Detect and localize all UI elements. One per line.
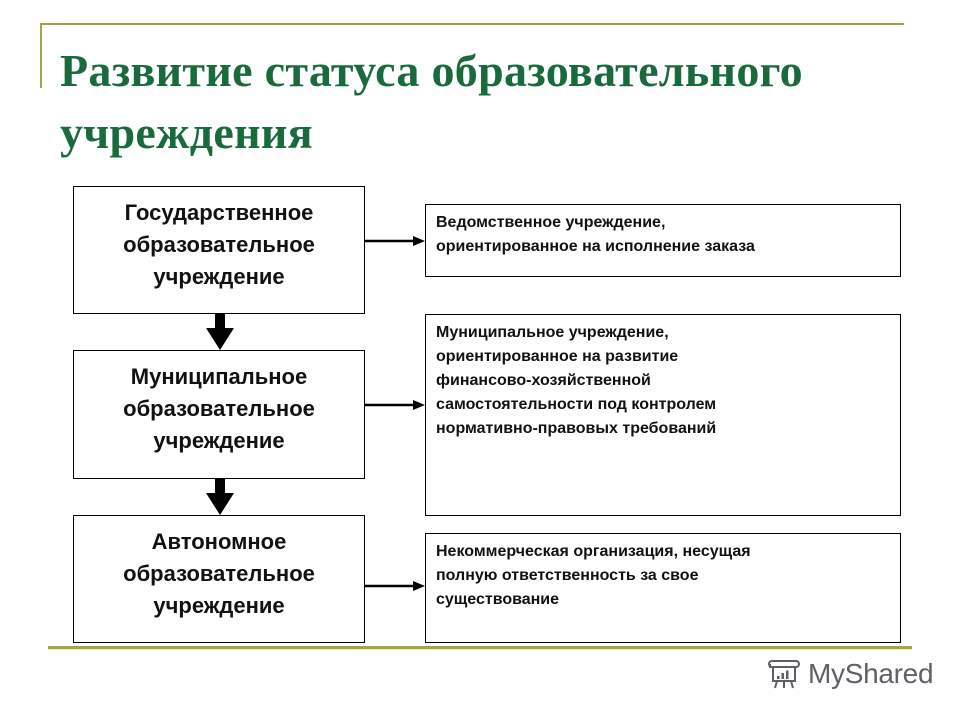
slide-title: Развитие статуса образовательного учрежд… — [60, 40, 920, 164]
stage-label-line: учреждение — [153, 428, 285, 453]
description-line: ориентированное на развитие — [436, 348, 679, 365]
watermark-text: MyShared — [808, 658, 934, 689]
title-line-2: учреждения — [60, 107, 313, 158]
description-box-departmental: Ведомственное учреждение, ориентированно… — [425, 204, 901, 277]
right-arrow-icon — [365, 400, 425, 410]
stage-box-state: Государственное образовательное учрежден… — [73, 186, 365, 314]
top-decorative-rule — [40, 23, 904, 25]
stage-label-line: Муниципальное — [130, 364, 308, 389]
stage-box-municipal: Муниципальное образовательное учреждение — [73, 350, 365, 479]
bottom-decorative-rule — [48, 646, 912, 649]
stage-label-line: Государственное — [124, 200, 314, 225]
down-arrow-icon — [206, 479, 234, 515]
description-line: нормативно-правовых требований — [436, 420, 717, 437]
presentation-board-icon — [768, 660, 800, 689]
description-line: самостоятельности под контролем — [436, 396, 717, 413]
description-box-municipal: Муниципальное учреждение, ориентированно… — [425, 314, 901, 516]
description-line: финансово-хозяйственной — [436, 372, 651, 389]
description-line: ориентированное на исполнение заказа — [436, 238, 755, 255]
description-line: существование — [436, 591, 560, 608]
stage-label-line: образовательное — [123, 232, 315, 257]
right-arrow-icon — [365, 236, 425, 246]
stage-label-line: образовательное — [123, 396, 315, 421]
stage-label-line: Автономное — [151, 529, 287, 554]
stage-label-line: учреждение — [153, 593, 285, 618]
left-decorative-rule — [40, 23, 42, 88]
stage-box-autonomous: Автономное образовательное учреждение — [73, 515, 365, 643]
description-box-nonprofit: Некоммерческая организация, несущая полн… — [425, 533, 901, 643]
down-arrow-icon — [206, 314, 234, 350]
title-line-1: Развитие статуса образовательного — [60, 45, 803, 96]
right-arrow-icon — [365, 581, 425, 591]
description-line: полную ответственность за свое — [436, 567, 699, 584]
stage-label-line: образовательное — [123, 561, 315, 586]
description-line: Муниципальное учреждение, — [436, 324, 669, 341]
description-line: Ведомственное учреждение, — [436, 214, 666, 231]
watermark: MyShared — [766, 654, 934, 694]
stage-label-line: учреждение — [153, 264, 285, 289]
description-line: Некоммерческая организация, несущая — [436, 543, 751, 560]
